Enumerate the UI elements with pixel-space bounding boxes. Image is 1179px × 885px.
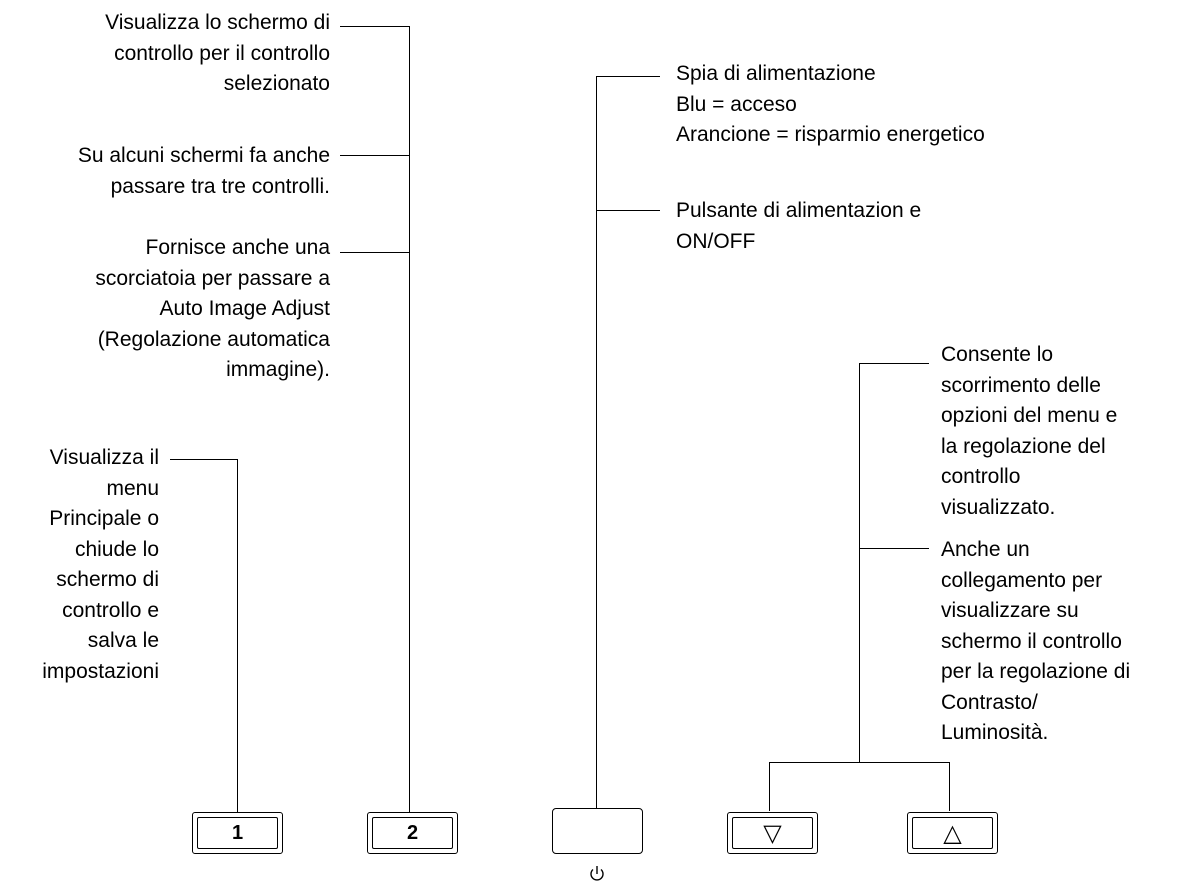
callout-line: scorrimento delle: [941, 373, 1101, 397]
callout-line: Luminosità.: [941, 721, 1049, 744]
callout-line: Contrasto/: [941, 690, 1038, 714]
callout-button2-auto-adjust: Fornisce anche una scorciatoia per passa…: [95, 233, 330, 386]
button-1[interactable]: 1: [192, 812, 283, 854]
callout-line: immagine).: [226, 358, 330, 381]
power-button[interactable]: [552, 808, 643, 854]
callout-line: Visualizza il: [49, 446, 159, 469]
down-button[interactable]: ▽: [727, 812, 818, 854]
callout-line: scorciatoia per passare a: [95, 266, 330, 290]
callout-line: chiude lo: [74, 537, 159, 561]
callout-line: la regolazione del: [941, 434, 1106, 458]
leader-line: [769, 762, 950, 763]
callout-line: Principale o: [49, 507, 159, 530]
leader-line: [170, 459, 238, 460]
leader-line: [949, 762, 950, 811]
leader-line: [340, 155, 410, 156]
power-icon: [590, 866, 604, 881]
leader-line: [769, 762, 770, 811]
leader-line: [596, 76, 660, 77]
callout-line: controllo: [941, 465, 1021, 488]
callout-line: Fornisce anche una: [145, 236, 330, 259]
callout-line: salva le: [87, 629, 159, 652]
button-2[interactable]: 2: [367, 812, 458, 854]
callout-line: (Regolazione automatica: [97, 327, 330, 351]
leader-line: [237, 459, 238, 812]
callout-line: controllo per il controllo: [114, 41, 330, 65]
callout-line: ON/OFF: [676, 229, 756, 253]
callout-line: Spia di alimentazione: [676, 62, 876, 85]
callout-line: per la regolazione di: [941, 660, 1131, 683]
button-1-label: 1: [197, 817, 278, 849]
callout-line: Pulsante di alimentazion e: [676, 199, 922, 222]
callout-line: opzioni del menu e: [941, 404, 1118, 427]
callout-line: schermo il controllo: [941, 629, 1122, 653]
leader-line: [340, 26, 410, 27]
callout-line: Blu = acceso: [676, 92, 797, 116]
callout-arrows-scroll: Consente lo scorrimento delle opzioni de…: [941, 340, 1117, 523]
callout-line: visualizzare su: [941, 599, 1079, 622]
callout-line: controllo e: [62, 598, 159, 622]
callout-line: passare tra tre controlli.: [110, 174, 330, 198]
callout-line: Consente lo: [941, 343, 1054, 366]
leader-line: [596, 76, 597, 808]
callout-line: Anche un: [941, 538, 1030, 561]
callout-line: visualizzato.: [941, 495, 1056, 519]
callout-line: impostazioni: [42, 659, 159, 683]
leader-line: [340, 252, 410, 253]
leader-line: [859, 363, 860, 762]
button-2-label: 2: [372, 817, 453, 849]
up-button[interactable]: △: [907, 812, 998, 854]
callout-button1-menu: Visualizza il menu Principale o chiude l…: [42, 443, 159, 687]
callout-arrows-contrast: Anche un collegamento per visualizzare s…: [941, 535, 1130, 749]
callout-line: collegamento per: [941, 568, 1103, 592]
callout-line: selezionato: [223, 72, 330, 95]
callout-button2-switch-controls: Su alcuni schermi fa anche passare tra t…: [78, 141, 330, 202]
leader-line: [859, 548, 929, 549]
callout-button2-display-control: Visualizza lo schermo di controllo per i…: [105, 8, 330, 100]
down-arrow-icon: ▽: [732, 817, 813, 849]
callout-power-button: Pulsante di alimentazion e ON/OFF: [676, 196, 921, 257]
callout-power-led: Spia di alimentazione Blu = acceso Aranc…: [676, 59, 985, 151]
leader-line: [596, 210, 660, 211]
callout-line: menu: [106, 476, 159, 500]
up-arrow-icon: △: [912, 817, 993, 849]
callout-line: schermo di: [56, 568, 159, 591]
callout-line: Visualizza lo schermo di: [105, 11, 330, 34]
callout-line: Su alcuni schermi fa anche: [77, 144, 330, 167]
leader-line: [409, 26, 410, 812]
callout-line: Auto Image Adjust: [159, 297, 330, 320]
leader-line: [859, 363, 929, 364]
callout-line: Arancione = risparmio energetico: [676, 123, 985, 146]
